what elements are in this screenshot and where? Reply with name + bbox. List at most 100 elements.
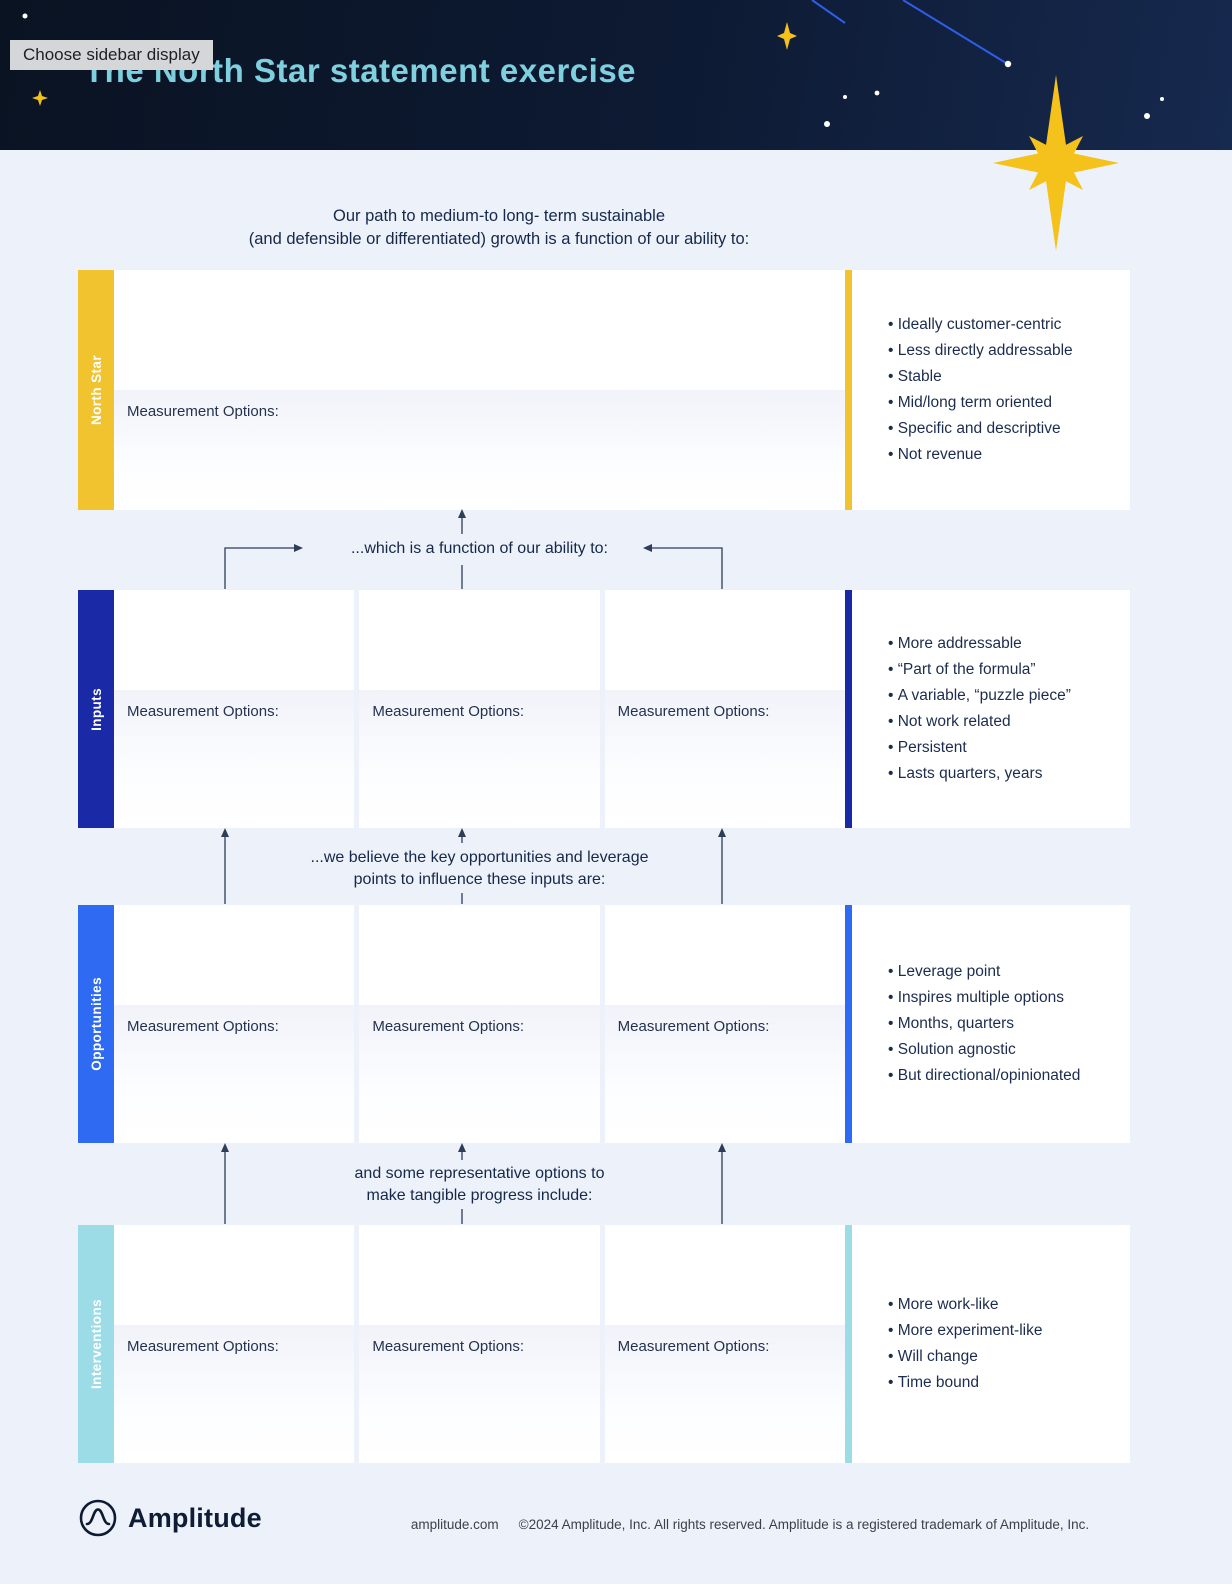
measurement-label: Measurement Options: — [127, 703, 279, 720]
section-color-bar: North Star — [78, 270, 114, 510]
criteria-item: Will change — [888, 1344, 1042, 1370]
intro-line-1: Our path to medium-to long- term sustain… — [333, 207, 665, 225]
worksheet-box: Measurement Options: — [604, 1225, 845, 1463]
section-color-bar: Opportunities — [78, 905, 114, 1143]
criteria-item: Time bound — [888, 1370, 1042, 1396]
worksheet-area: Measurement Options: — [114, 270, 845, 510]
criteria-item: Not revenue — [888, 442, 1073, 468]
worksheet-area: Measurement Options: Measurement Options… — [114, 1225, 845, 1463]
page-header: The North Star statement exercise — [0, 0, 1232, 150]
section-label: Inputs — [88, 687, 104, 731]
criteria-list: Leverage point Inspires multiple options… — [852, 959, 1088, 1089]
criteria-item: Specific and descriptive — [888, 416, 1073, 442]
section-interventions: Interventions Measurement Options: Measu… — [78, 1225, 1130, 1463]
section-label: North Star — [88, 354, 104, 425]
section-label: Interventions — [88, 1299, 104, 1389]
measurement-label: Measurement Options: — [127, 1018, 279, 1035]
worksheet-box: Measurement Options: — [359, 590, 600, 828]
accent-bar — [845, 1225, 852, 1463]
sparkle-icon — [32, 90, 48, 106]
section-opportunities: Opportunities Measurement Options: Measu… — [78, 905, 1130, 1143]
caption-line: ...which is a function of our ability to… — [350, 540, 608, 557]
section-label: Opportunities — [88, 977, 104, 1071]
criteria-item: More experiment-like — [888, 1318, 1043, 1344]
accent-bar — [845, 905, 852, 1143]
connector-caption-1: ...which is a function of our ability to… — [114, 538, 845, 560]
criteria-item: “Part of the formula” — [888, 657, 1071, 683]
caption-line: ...we believe the key opportunities and … — [310, 849, 649, 866]
criteria-panel: More addressable “Part of the formula” A… — [852, 590, 1130, 828]
section-north-star: North Star Measurement Options: Ideally … — [78, 270, 1130, 510]
brand-name: Amplitude — [128, 1502, 262, 1533]
measurement-area: Measurement Options: — [359, 690, 600, 828]
worksheet-box: Measurement Options: — [114, 270, 845, 510]
caption-line: make tangible progress include: — [366, 1187, 593, 1204]
caption-line: and some representative options to — [354, 1165, 605, 1182]
section-color-bar: Inputs — [78, 590, 114, 828]
measurement-area: Measurement Options: — [359, 1005, 600, 1143]
criteria-item: Stable — [888, 364, 1073, 390]
criteria-item: Ideally customer-centric — [888, 312, 1073, 338]
footer-copyright: ©2024 Amplitude, Inc. All rights reserve… — [518, 1517, 1090, 1532]
criteria-list: More work-like More experiment-like Will… — [852, 1292, 1050, 1396]
criteria-item: Solution agnostic — [888, 1037, 1080, 1063]
measurement-area: Measurement Options: — [114, 1325, 355, 1463]
sidebar-display-tooltip: Choose sidebar display — [10, 40, 213, 70]
caption-line: points to influence these inputs are: — [353, 871, 606, 888]
criteria-item: More work-like — [888, 1292, 1042, 1318]
footer-site: amplitude.com — [410, 1517, 499, 1532]
measurement-label: Measurement Options: — [372, 1018, 525, 1035]
measurement-label: Measurement Options: — [127, 1338, 279, 1355]
measurement-area: Measurement Options: — [604, 1325, 845, 1463]
measurement-label: Measurement Options: — [372, 703, 525, 720]
criteria-item: Months, quarters — [888, 1011, 1080, 1037]
worksheet-box: Measurement Options: — [114, 590, 355, 828]
footer-legal: amplitude.com ©2024 Amplitude, Inc. All r… — [360, 1517, 1140, 1532]
measurement-label: Measurement Options: — [617, 1018, 770, 1035]
intro-line-2: (and defensible or differentiated) growt… — [248, 230, 750, 248]
criteria-item: Less directly addressable — [888, 338, 1073, 364]
criteria-item: A variable, “puzzle piece” — [888, 683, 1071, 709]
measurement-area: Measurement Options: — [359, 1325, 600, 1463]
criteria-list: More addressable “Part of the formula” A… — [852, 631, 1079, 787]
worksheet-box: Measurement Options: — [359, 1225, 600, 1463]
worksheet-box: Measurement Options: — [604, 590, 845, 828]
measurement-area: Measurement Options: — [114, 690, 355, 828]
criteria-item: Lasts quarters, years — [888, 761, 1071, 787]
measurement-label: Measurement Options: — [372, 1338, 525, 1355]
measurement-label: Measurement Options: — [617, 1338, 770, 1355]
accent-bar — [845, 590, 852, 828]
criteria-item: But directional/opinionated — [888, 1063, 1081, 1089]
brand-lockup: Amplitude — [78, 1498, 262, 1538]
connector-caption-3: and some representative options to make … — [114, 1163, 845, 1207]
worksheet-box: Measurement Options: — [359, 905, 600, 1143]
worksheet-box: Measurement Options: — [604, 905, 845, 1143]
criteria-panel: Ideally customer-centric Less directly a… — [852, 270, 1130, 510]
sparkle-icon — [777, 22, 797, 50]
amplitude-logo-icon — [79, 1499, 117, 1537]
criteria-panel: More work-like More experiment-like Will… — [852, 1225, 1130, 1463]
measurement-area: Measurement Options: — [604, 1005, 845, 1143]
measurement-area: Measurement Options: — [114, 1005, 355, 1143]
criteria-item: Inspires multiple options — [888, 985, 1080, 1011]
section-color-bar: Interventions — [78, 1225, 114, 1463]
worksheet-box: Measurement Options: — [114, 905, 355, 1143]
worksheet-area: Measurement Options: Measurement Options… — [114, 590, 845, 828]
measurement-label: Measurement Options: — [617, 703, 770, 720]
connector-caption-2: ...we believe the key opportunities and … — [114, 847, 845, 891]
measurement-area: Measurement Options: — [114, 390, 845, 510]
criteria-item: More addressable — [888, 631, 1071, 657]
criteria-item: Persistent — [888, 735, 1071, 761]
criteria-item: Not work related — [888, 709, 1071, 735]
intro-text: Our path to medium-to long- term sustain… — [114, 205, 884, 251]
criteria-item: Leverage point — [888, 959, 1080, 985]
section-inputs: Inputs Measurement Options: Measurement … — [78, 590, 1130, 828]
measurement-area: Measurement Options: — [604, 690, 845, 828]
accent-bar — [845, 270, 852, 510]
criteria-list: Ideally customer-centric Less directly a… — [852, 312, 1081, 468]
criteria-item: Mid/long term oriented — [888, 390, 1073, 416]
worksheet-area: Measurement Options: Measurement Options… — [114, 905, 845, 1143]
measurement-label: Measurement Options: — [127, 403, 279, 420]
criteria-panel: Leverage point Inspires multiple options… — [852, 905, 1130, 1143]
